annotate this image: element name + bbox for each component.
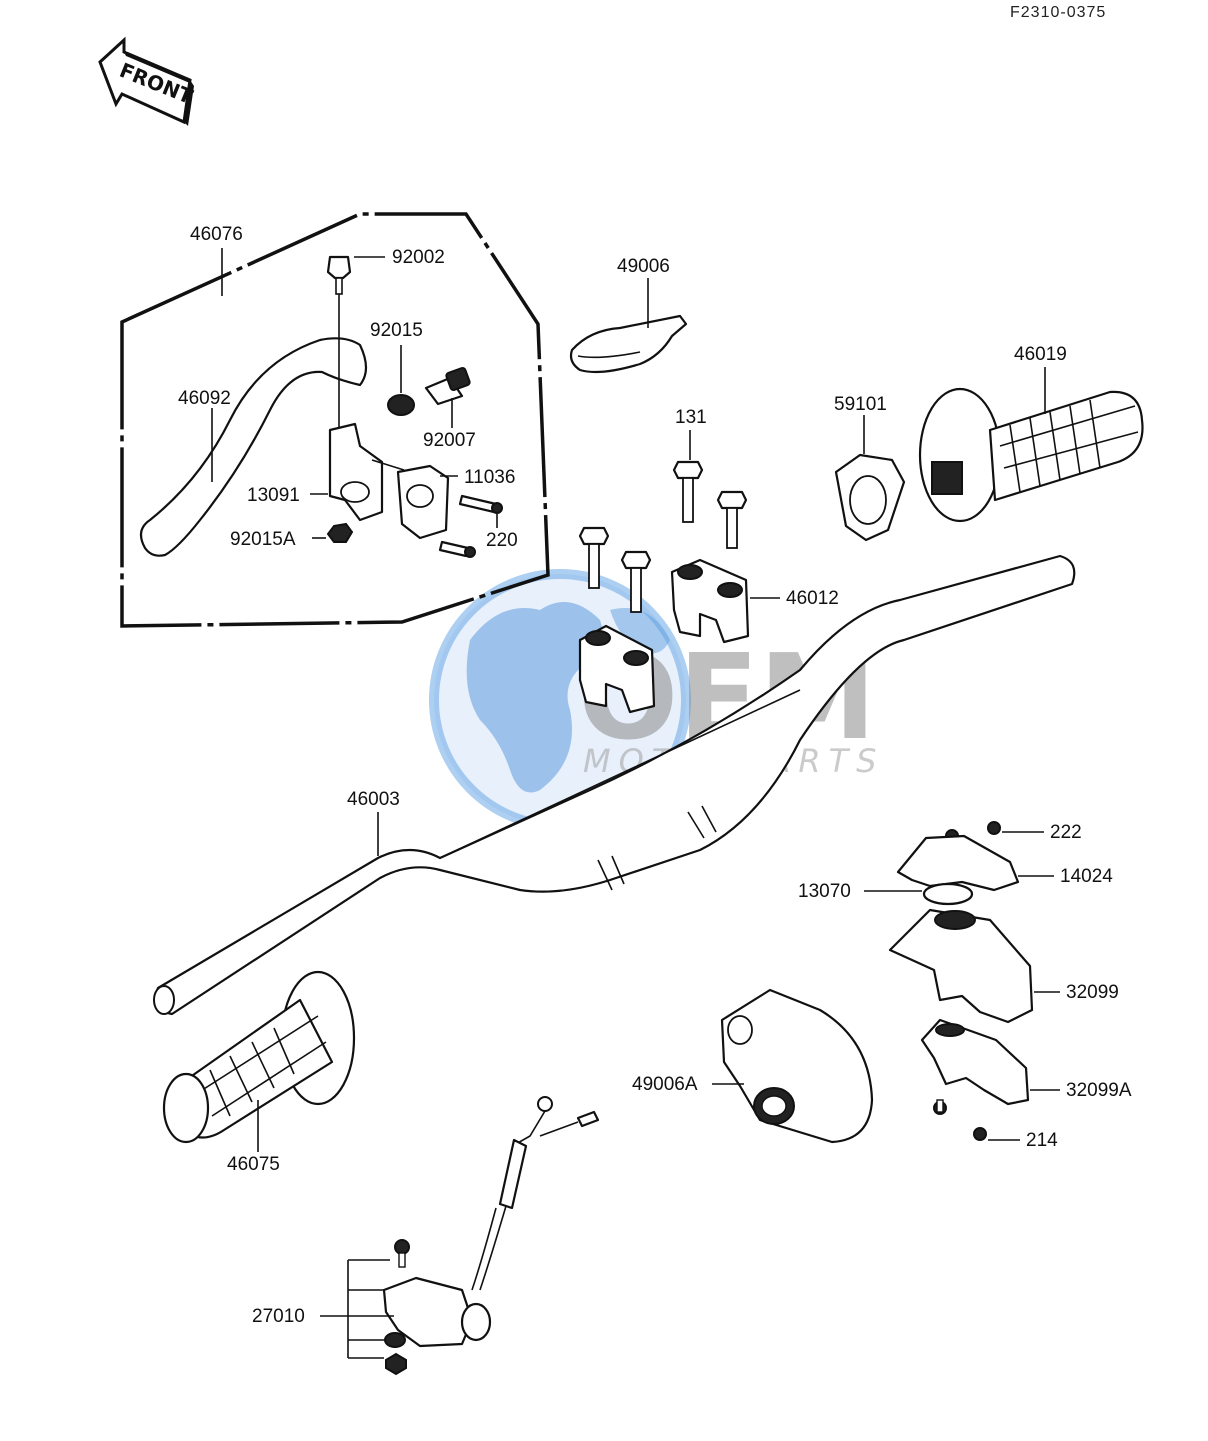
lever-holder-part: 13091	[247, 422, 384, 522]
label-46075: 46075	[227, 1154, 280, 1175]
front-arrow-icon: FRONT	[98, 36, 196, 126]
lever-clamp-part: 11036	[371, 459, 515, 540]
label-92015a: 92015A	[230, 529, 296, 550]
bolt-92002-part: 92002	[326, 247, 445, 462]
label-59101: 59101	[834, 394, 887, 415]
label-46076: 46076	[190, 224, 243, 245]
label-220: 220	[486, 530, 518, 551]
label-214: 214	[1026, 1130, 1058, 1151]
nut-92015a: 92015A	[230, 522, 354, 550]
label-13070: 13070	[798, 881, 851, 902]
label-32099: 32099	[1066, 982, 1119, 1003]
label-222: 222	[1050, 822, 1082, 843]
label-92007: 92007	[423, 430, 476, 451]
label-46019: 46019	[1014, 344, 1067, 365]
label-49006a: 49006A	[632, 1074, 698, 1095]
label-11036: 11036	[464, 467, 515, 488]
housing-49006a: 49006A	[632, 988, 874, 1144]
throttle-housing-32099: 32099	[888, 908, 1119, 1024]
adjuster-parts: 92015 92007	[370, 320, 476, 451]
diagram-code: F2310-0375	[1010, 4, 1106, 21]
throttle-housing-32099a: 32099A 214	[920, 1018, 1132, 1151]
label-46003: 46003	[347, 789, 400, 810]
clutch-lever-part: 46092	[139, 337, 368, 557]
screws-220: 220	[438, 494, 518, 558]
label-46012: 46012	[786, 588, 839, 609]
throttle-pulley-part: 59101	[834, 394, 906, 542]
label-27010: 27010	[252, 1306, 305, 1327]
handlebar-holders: 46012	[578, 558, 839, 714]
label-14024: 14024	[1060, 866, 1113, 887]
left-grip-part: 46075	[162, 970, 356, 1175]
handlebar-part: 46003	[153, 554, 1076, 1016]
clutch-lever-assembly-box: 46076	[120, 212, 550, 628]
label-131: 131	[675, 407, 707, 428]
handlebar-pad-part: 49006	[569, 256, 688, 374]
throttle-grip-part: 46019	[918, 344, 1144, 523]
bolts-131: 131	[578, 407, 748, 613]
switch-housing-top: 222 14024	[896, 821, 1113, 892]
label-92002: 92002	[392, 247, 445, 268]
label-32099a: 32099A	[1066, 1080, 1132, 1101]
label-49006: 49006	[617, 256, 670, 277]
kill-switch-part: 27010	[252, 1096, 600, 1376]
label-13091: 13091	[247, 485, 300, 506]
label-92015: 92015	[370, 320, 423, 341]
plate-13070: 13070	[798, 881, 974, 906]
label-46092: 46092	[178, 388, 231, 409]
